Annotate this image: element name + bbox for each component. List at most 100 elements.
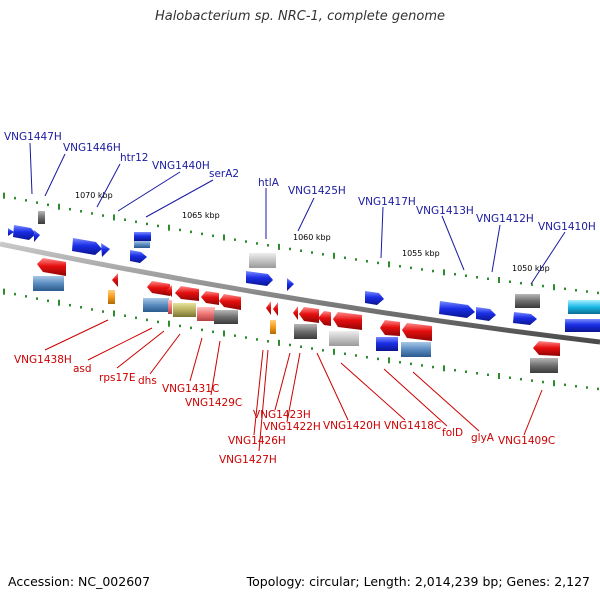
reverse-gene[interactable] [273,302,278,316]
reverse-gene[interactable] [112,273,118,287]
gene-label[interactable]: VNG1423H [253,409,311,421]
forward-gene[interactable] [565,319,600,332]
forward-gene[interactable] [130,250,147,263]
hypothetical-gene[interactable] [143,298,169,312]
major-tick [58,203,60,210]
minor-tick [542,284,544,288]
gene-label[interactable]: VNG1412H [476,213,534,225]
gene-label[interactable]: htlA [258,177,280,189]
gene-label[interactable]: VNG1431C [162,383,219,395]
forward-gene[interactable] [134,232,151,241]
reverse-gene[interactable] [166,285,172,297]
forward-gene[interactable] [513,312,537,325]
minor-tick [91,308,93,311]
reverse-gene[interactable] [219,294,241,310]
ruler-label: 1055 kbp [402,249,440,258]
gene-label[interactable]: VNG1429C [185,397,242,409]
gene-label[interactable]: htr12 [120,152,148,164]
minor-tick [47,203,49,207]
map-title: Halobacterium sp. NRC-1, complete genome [154,9,446,24]
minor-tick [520,377,522,381]
forward-gene[interactable] [34,230,40,242]
reverse-gene[interactable] [147,281,170,296]
hypothetical-gene[interactable] [38,211,45,224]
genome-summary-text: Topology: circular; Length: 2,014,239 bp… [246,574,590,589]
reverse-gene[interactable] [380,320,400,336]
forward-gene[interactable] [13,225,36,240]
minor-tick [201,232,203,236]
minor-tick [377,261,379,265]
gene-label[interactable]: VNG1413H [416,205,474,217]
reverse-gene[interactable] [266,301,271,315]
gene-label[interactable]: VNG1440H [152,160,210,172]
gene-label[interactable]: folD [442,427,463,439]
minor-tick [509,280,511,283]
gene-label[interactable]: VNG1418C [384,420,441,432]
reverse-gene[interactable] [175,286,199,301]
reverse-gene[interactable] [201,291,219,305]
minor-tick [597,291,599,295]
hypothetical-gene[interactable] [294,324,317,339]
major-tick [278,339,280,346]
gene-label[interactable]: VNG1438H [14,354,72,366]
hypothetical-gene[interactable] [401,342,431,357]
minor-tick [597,387,599,391]
forward-gene[interactable] [376,337,398,351]
hypothetical-gene[interactable] [33,276,64,291]
gene-label[interactable]: VNG1427H [219,454,277,466]
gene-label[interactable]: VNG1409C [498,435,555,447]
reverse-gene[interactable] [293,306,298,320]
hypothetical-gene[interactable] [108,290,115,304]
hypothetical-gene[interactable] [134,241,150,248]
major-tick [553,380,555,387]
reverse-gene[interactable] [533,341,560,356]
gene-label[interactable]: VNG1447H [4,131,62,143]
hypothetical-gene[interactable] [530,358,558,373]
forward-gene[interactable] [8,228,14,236]
gene-label[interactable]: VNG1446H [63,142,121,154]
forward-gene[interactable] [72,238,102,255]
hypothetical-gene[interactable] [270,320,276,334]
minor-tick [531,379,533,382]
reverse-gene[interactable] [318,311,331,326]
gene-label[interactable]: VNG1426H [228,435,286,447]
forward-gene[interactable] [365,291,384,305]
hypothetical-gene[interactable] [515,294,540,308]
reverse-gene[interactable] [402,323,432,341]
minor-tick [190,326,192,330]
minor-tick [399,360,401,364]
gene-label[interactable]: rps17E [99,372,135,384]
hypothetical-gene[interactable] [249,253,276,268]
hypothetical-gene[interactable] [568,300,600,314]
gene-label[interactable]: asd [73,363,92,375]
forward-gene[interactable] [101,243,110,257]
minor-tick [179,324,181,328]
hypothetical-gene[interactable] [214,310,238,324]
forward-gene[interactable] [246,271,273,286]
hypothetical-gene[interactable] [329,331,359,346]
major-tick [113,310,115,317]
gene-label[interactable]: VNG1417H [358,196,416,208]
hypothetical-gene[interactable] [168,300,172,314]
gene-label[interactable]: VNG1422H [263,421,321,433]
minor-tick [25,199,27,202]
reverse-gene[interactable] [333,312,362,330]
forward-gene[interactable] [287,278,294,291]
minor-tick [311,347,313,350]
gene-label[interactable]: VNG1410H [538,221,596,233]
gene-label[interactable]: VNG1425H [288,185,346,197]
minor-tick [355,354,357,357]
gene-label[interactable]: glyA [471,432,495,444]
minor-tick [399,264,401,268]
minor-tick [245,240,247,243]
gene-label[interactable]: VNG1420H [323,420,381,432]
hypothetical-gene[interactable] [173,303,196,317]
gene-label[interactable]: serA2 [209,168,239,180]
forward-gene[interactable] [476,307,496,321]
reverse-gene[interactable] [37,258,66,276]
major-tick [443,365,445,372]
forward-gene[interactable] [439,301,475,318]
gene-label[interactable]: dhs [138,375,157,387]
reverse-gene[interactable] [299,307,319,323]
hypothetical-gene[interactable] [197,307,215,321]
